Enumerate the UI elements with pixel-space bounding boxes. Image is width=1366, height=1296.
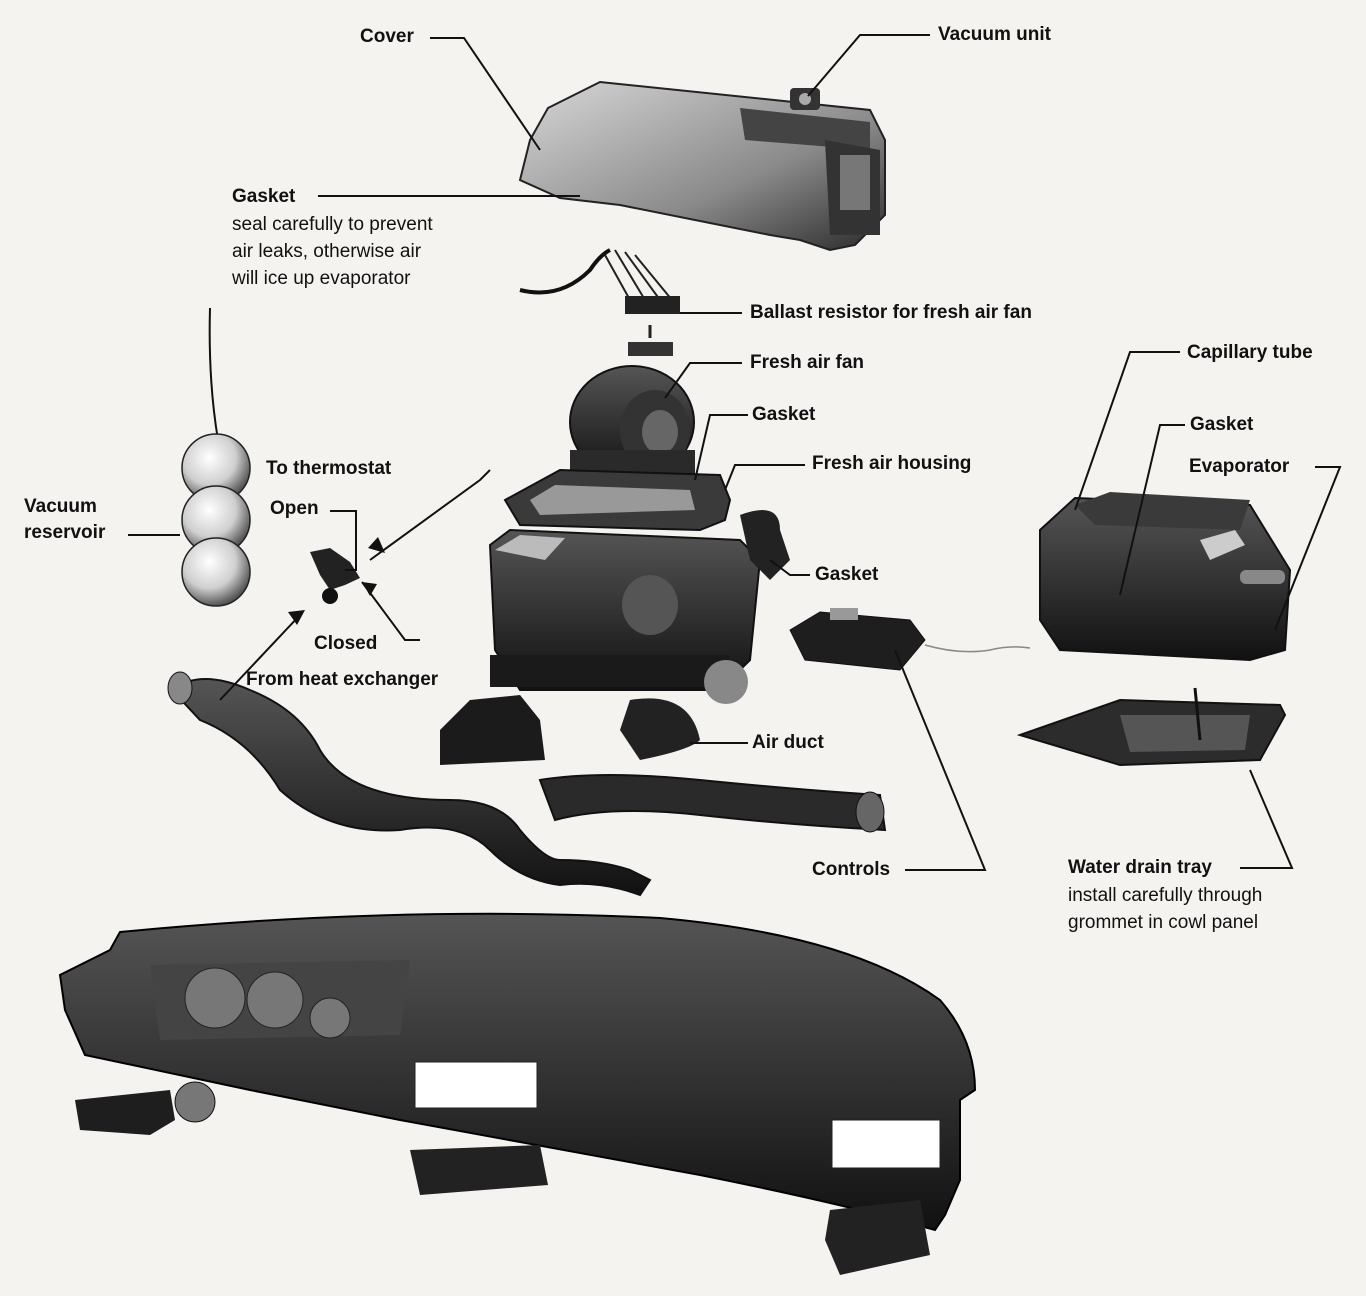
label-ballast-resistor: Ballast resistor for fresh air fan <box>750 302 1032 323</box>
arrow-heads <box>288 537 385 625</box>
label-gasket-housing: Gasket <box>815 564 879 585</box>
label-fresh-air-fan: Fresh air fan <box>750 352 865 373</box>
water-drain-note-line-1: install carefully through <box>1068 885 1263 906</box>
gasket-note-line-3: will ice up evaporator <box>232 268 411 289</box>
label-gasket-fan: Gasket <box>752 404 816 425</box>
evaporator-part <box>1039 492 1292 662</box>
label-fresh-air-housing: Fresh air housing <box>812 453 972 474</box>
gasket-note-line-1: seal carefully to prevent <box>232 214 433 235</box>
label-from-heat-exchanger: From heat exchanger <box>246 669 439 690</box>
fresh-air-fan-part <box>569 365 695 479</box>
label-vacuum-unit: Vacuum unit <box>938 24 1051 45</box>
label-closed: Closed <box>314 633 378 654</box>
ballast-resistor-part <box>519 248 680 356</box>
label-controls: Controls <box>812 859 891 880</box>
gasket-note-line-2: air leaks, otherwise air <box>232 241 422 262</box>
controls-part <box>789 608 1031 671</box>
vents-part <box>75 1081 930 1275</box>
label-cover: Cover <box>360 26 414 47</box>
vacuum-unit-part <box>790 88 820 110</box>
label-gasket-evaporator: Gasket <box>1190 414 1254 435</box>
label-gasket-top: Gasket <box>232 186 296 207</box>
air-duct-part <box>167 671 887 897</box>
label-to-thermostat: To thermostat <box>266 458 392 479</box>
thermostat-valve-part <box>310 548 360 604</box>
vacuum-reservoir-part <box>181 307 251 607</box>
label-vacuum-reservoir-2: reservoir <box>24 522 106 543</box>
label-open: Open <box>270 498 319 519</box>
label-vacuum-reservoir-1: Vacuum <box>24 496 97 517</box>
label-evaporator: Evaporator <box>1189 456 1290 477</box>
leader-lines <box>128 34 1342 871</box>
water-drain-tray-part <box>1016 687 1287 767</box>
water-drain-note-line-2: grommet in cowl panel <box>1068 912 1259 933</box>
fresh-air-housing-part <box>488 468 790 704</box>
dashboard-part <box>58 912 977 1232</box>
label-air-duct: Air duct <box>752 732 824 753</box>
cover-part <box>518 80 886 252</box>
label-capillary-tube: Capillary tube <box>1187 342 1313 363</box>
label-water-drain-tray: Water drain tray <box>1068 857 1212 878</box>
